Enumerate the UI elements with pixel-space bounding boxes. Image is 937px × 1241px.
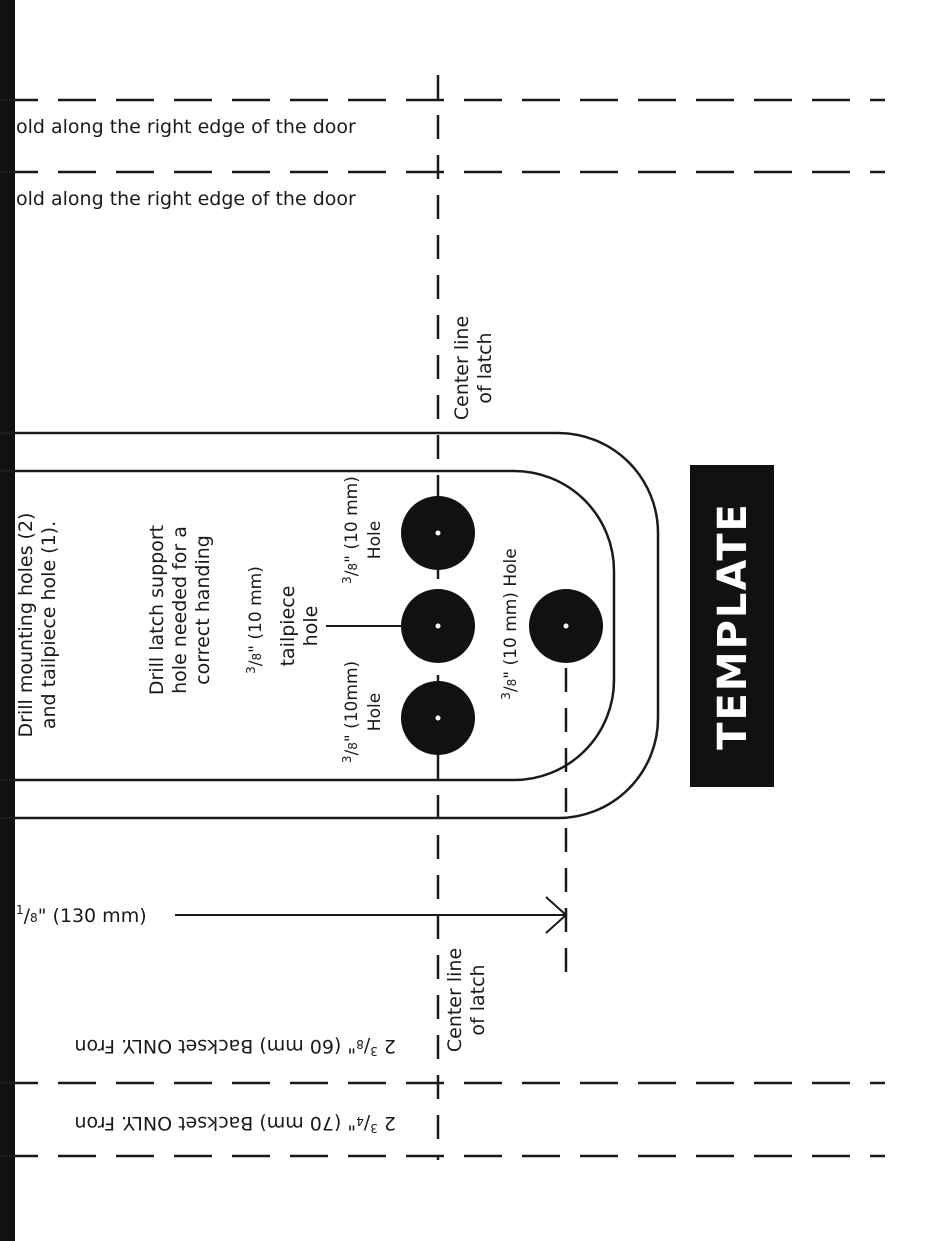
hole-label-top-word: Hole [365,521,385,559]
center-line-label-bottom-2: of latch [467,964,489,1035]
hole-label-bot-size: 3/8" (10mm) [340,661,362,763]
fold-label-bottom-b: 2 3/4" (70 mm) Backset ONLY. Fron [74,1112,396,1135]
mount-instruction-2: and tailpiece hole (1). [38,521,60,729]
center-line-label-top-1: Center line [451,316,473,420]
inner-template-outline [0,469,616,782]
hole-label-top-size: 3/8" (10 mm) [340,476,362,584]
outer-template-outline [0,431,660,820]
support-instruction-1: Drill latch support [146,525,168,695]
dimension-arrowhead [545,896,568,934]
support-hole-label: 3/8" (10 mm) Hole [499,548,521,699]
center-line-label-bottom-1: Center line [444,948,466,1052]
support-instruction-3: correct handing [192,535,214,685]
template-badge-label: TEMPLATE [710,502,756,750]
hole-label-mid-word1: tailpiece [277,586,299,667]
hole-label-mid-size: 3/8" (10 mm) [244,566,266,674]
fold-lines [0,98,885,1158]
hole-label-mid-word2: hole [300,606,322,647]
template-badge [690,465,774,787]
fold-label-bottom-a: 2 3/8" (60 mm) Backset ONLY. Fron [74,1035,396,1058]
mount-instruction-1: Drill mounting holes (2) [15,513,37,738]
mounting-hole-top-center [435,530,441,536]
tailpiece-hole-center [435,623,441,629]
left-dark-edge [0,0,15,1241]
support-instruction-2: hole needed for a [169,526,191,694]
fold-label-top-a: old along the right edge of the door [16,116,356,138]
fold-label-top-b: old along the right edge of the door [16,188,356,210]
center-line-label-top-2: of latch [474,332,496,403]
mounting-hole-bottom-center [435,715,441,721]
dimension-label: 1/8" (130 mm) [16,903,147,927]
latch-support-hole-center [563,623,569,629]
holes [401,496,603,755]
hole-label-bot-word: Hole [365,693,385,731]
